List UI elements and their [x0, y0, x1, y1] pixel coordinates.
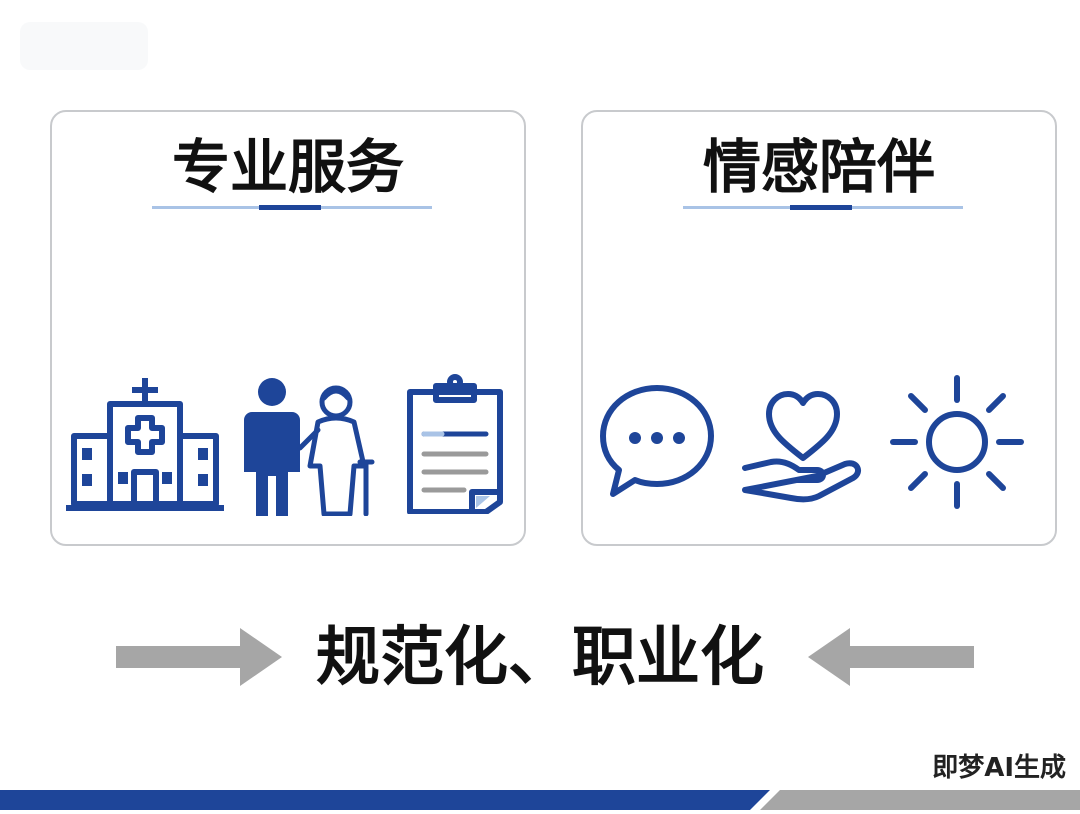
- hospital-icon: [66, 374, 224, 514]
- emotional-companionship-card: 情感陪伴: [581, 110, 1057, 546]
- clipboard-icon: [402, 374, 508, 514]
- card-title-emotional-companionship: 情感陪伴: [702, 133, 935, 201]
- sun-icon: [889, 374, 1025, 510]
- card-title-professional-service: 专业服务: [171, 133, 404, 201]
- logo-watermark: [20, 22, 148, 70]
- right-arrow-icon: [116, 626, 282, 692]
- ai-generated-watermark: 即梦AI生成: [932, 753, 1066, 783]
- heart-in-hand-icon: [741, 384, 871, 504]
- left-arrow-icon: [808, 626, 974, 692]
- bottom-statement: 规范化、职业化: [316, 621, 764, 695]
- title-underline-accent: [790, 205, 852, 210]
- title-underline-accent: [259, 205, 321, 210]
- chat-bubble-icon: [597, 382, 717, 500]
- professional-service-card: 专业服务: [50, 110, 526, 546]
- footer-band: [0, 790, 1080, 810]
- caregiver-with-elder-icon: [236, 376, 384, 516]
